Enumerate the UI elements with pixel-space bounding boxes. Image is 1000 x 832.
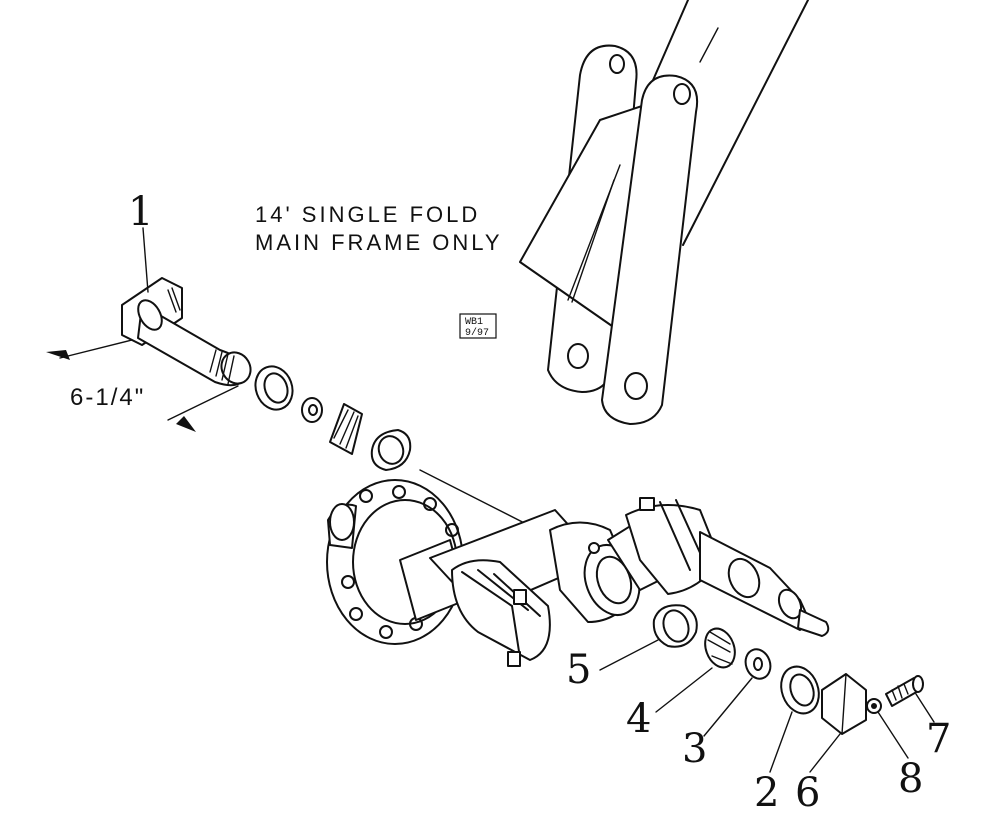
hub-assembly xyxy=(326,479,830,667)
callout-1: 1 xyxy=(128,189,153,293)
callout-label-6: 6 xyxy=(795,770,820,816)
drawing-tag-line-2: 9/97 xyxy=(465,327,489,339)
callout-label-7: 7 xyxy=(926,716,951,762)
note-line-2: MAIN FRAME ONLY xyxy=(255,230,503,255)
spindle-pin xyxy=(121,277,252,387)
drawing-tag: WB1 9/97 xyxy=(459,313,497,339)
frame-note: 14' SINGLE FOLD MAIN FRAME ONLY xyxy=(255,202,503,255)
upper-bearing-cup xyxy=(370,429,412,471)
callout-2: 2 xyxy=(754,711,793,816)
callout-8: 8 xyxy=(877,711,923,802)
note-line-1: 14' SINGLE FOLD xyxy=(255,202,480,227)
callout-3: 3 xyxy=(682,677,753,772)
callout-label-3: 3 xyxy=(682,726,707,772)
spindle-nut xyxy=(821,673,867,735)
dimension-label: 6-1/4" xyxy=(70,384,145,411)
callout-5: 5 xyxy=(566,639,659,693)
callout-4: 4 xyxy=(626,667,713,742)
dimension-6-1-4: 6-1/4" xyxy=(46,339,239,432)
upper-seal xyxy=(254,365,294,411)
callout-label-1: 1 xyxy=(128,189,153,235)
callout-label-5: 5 xyxy=(566,647,591,693)
frame-arms xyxy=(519,0,809,425)
lower-seal xyxy=(780,665,820,715)
callout-7: 7 xyxy=(915,693,951,762)
callout-label-4: 4 xyxy=(626,696,651,742)
cotter-nut xyxy=(866,698,882,714)
bolt xyxy=(885,675,924,707)
upper-washer xyxy=(301,397,323,423)
lower-bearing-cone xyxy=(704,627,736,669)
upper-bearing-cone xyxy=(329,403,363,455)
drawing-tag-line-1: WB1 xyxy=(465,317,483,328)
lower-washer xyxy=(744,648,772,680)
callout-6: 6 xyxy=(795,733,841,816)
callout-label-8: 8 xyxy=(898,756,923,802)
lower-bearing-cup xyxy=(652,604,698,648)
callout-label-2: 2 xyxy=(754,770,779,816)
